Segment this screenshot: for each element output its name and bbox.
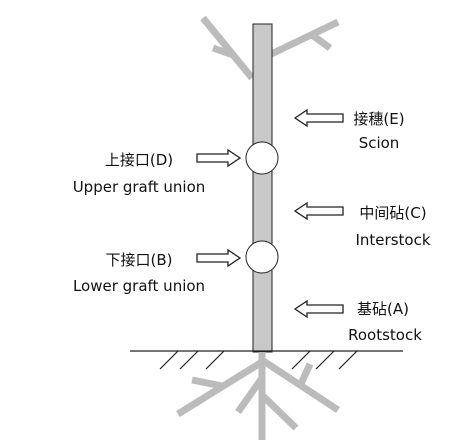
lower-union-label-cn: 下接口(B) [106, 251, 173, 269]
roots [176, 352, 340, 440]
interstock-label-en: Interstock [355, 231, 430, 249]
ground-hatch [159, 350, 179, 370]
lower-graft-union-circle [245, 240, 279, 274]
lower-union-arrow [196, 248, 242, 268]
scion-label-cn: 接穗(E) [353, 110, 404, 128]
upper-union-arrow [196, 148, 242, 168]
ground-hatch [338, 350, 358, 370]
scion-label-en: Scion [359, 134, 400, 152]
upper-union-label-en: Upper graft union [73, 178, 206, 196]
arrows [196, 108, 344, 319]
root-left-mid [235, 375, 265, 415]
scion-arrow [293, 108, 344, 128]
ground-hatch [315, 350, 335, 370]
ground-hatch [205, 350, 225, 370]
labels: 接穗(E) Scion 上接口(D) Upper graft union 中间砧… [73, 110, 431, 344]
rootstock-label-cn: 基砧(A) [357, 300, 409, 318]
upper-union-label-cn: 上接口(D) [105, 151, 173, 169]
branch-upper-right-twig [309, 32, 333, 51]
lower-union-label-en: Lower graft union [73, 277, 205, 295]
root-right-low [259, 392, 299, 431]
rootstock-arrow [293, 299, 344, 319]
rootstock-label-en: Rootstock [348, 326, 422, 344]
branch-upper-left [200, 15, 255, 81]
upper-graft-union-circle [245, 141, 279, 175]
interstock-label-cn: 中间砧(C) [359, 204, 426, 222]
scion-branches [200, 15, 340, 81]
ground-hatch [179, 350, 199, 370]
ground-hatch [291, 350, 311, 370]
branch-upper-left-twig [211, 44, 235, 59]
interstock-arrow [293, 201, 344, 221]
branch-upper-right [261, 18, 340, 62]
root-left-twig [191, 376, 223, 390]
root-right-twig [296, 362, 314, 388]
trunk [252, 23, 273, 353]
ground [130, 350, 403, 370]
